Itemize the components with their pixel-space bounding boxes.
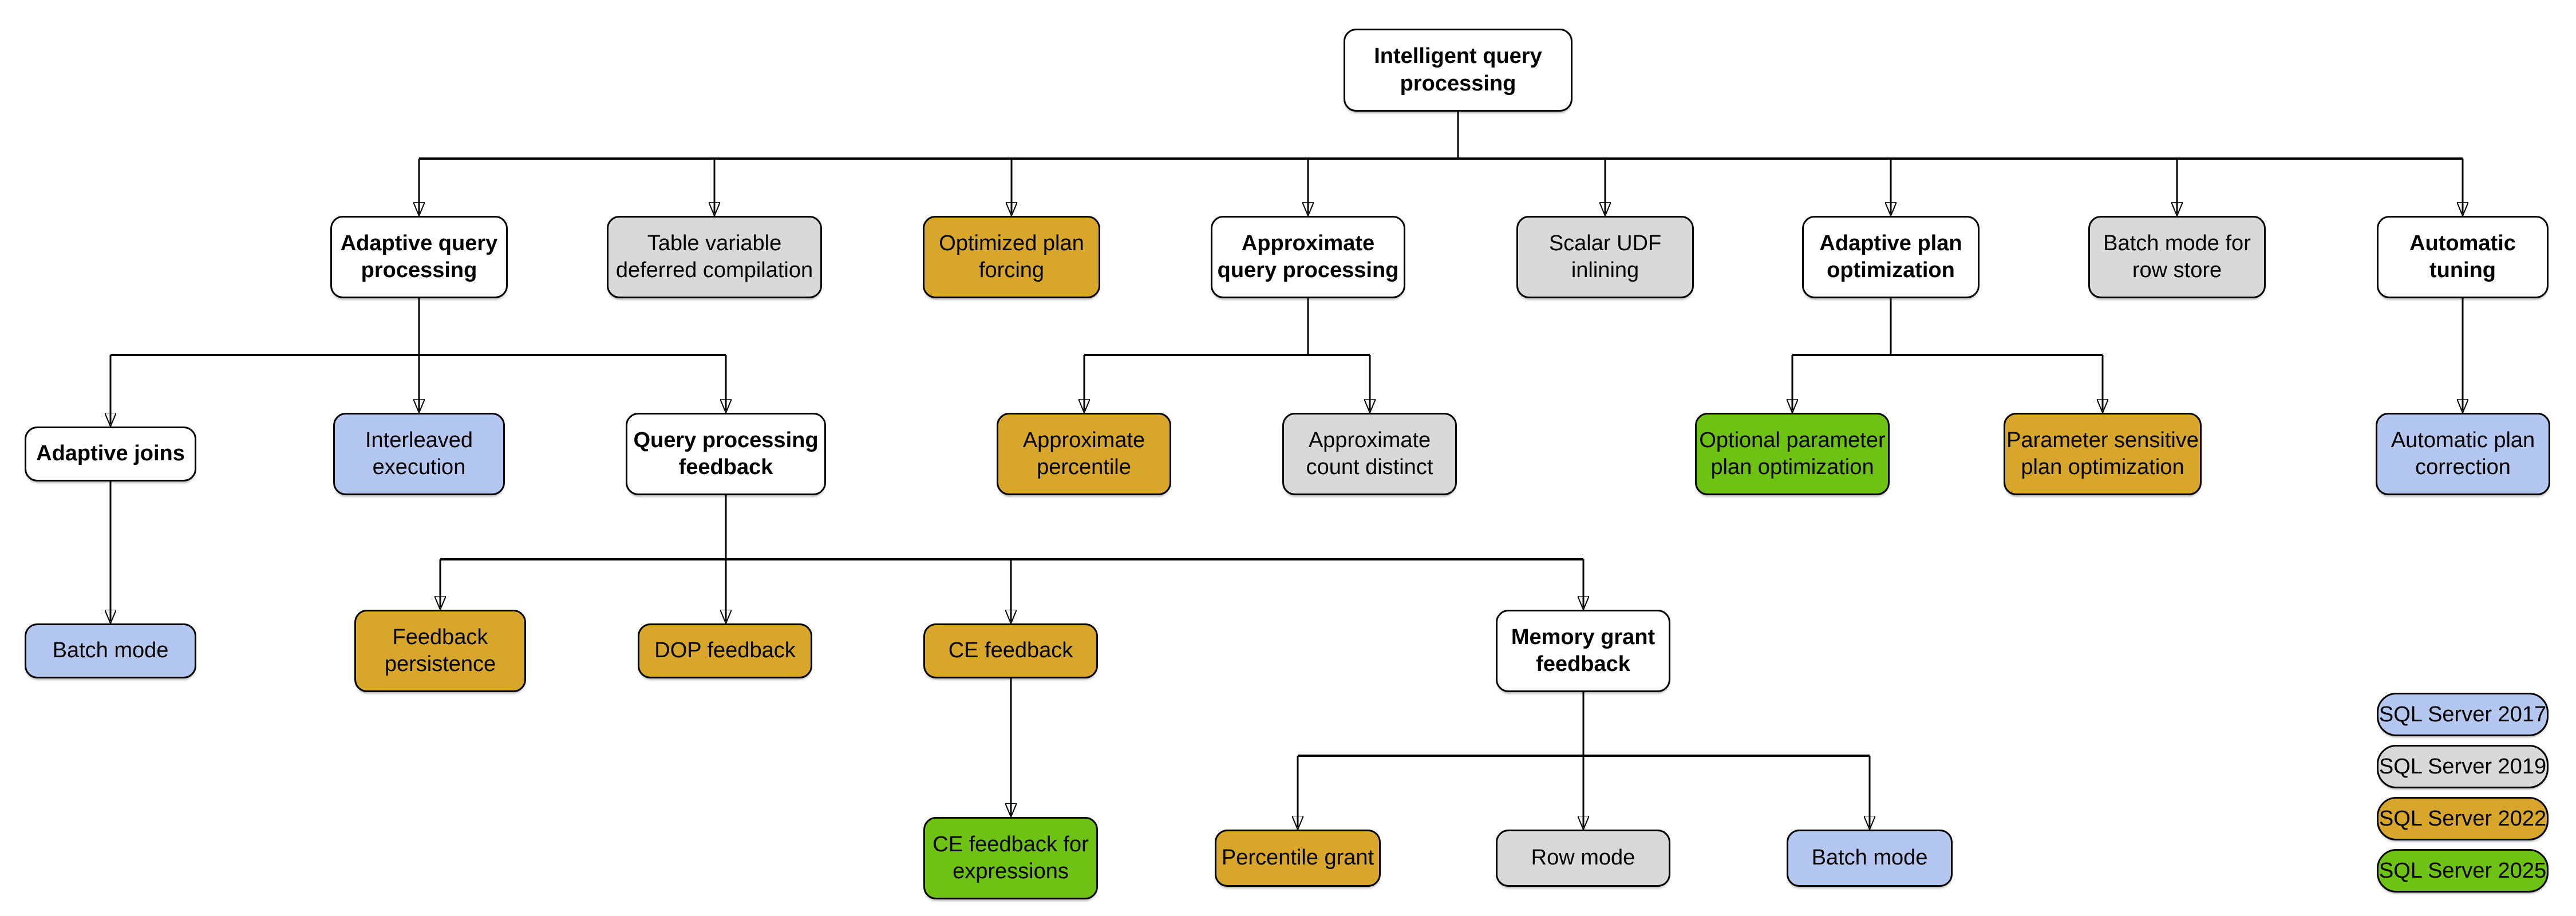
node-scalar-udf-inlining: Scalar UDF inlining (1516, 216, 1694, 298)
node-automatic-plan-correction: Automatic plan correction (2376, 413, 2550, 495)
node-adaptive-joins: Adaptive joins (25, 427, 196, 481)
node-adaptive-plan-optimization: Adaptive plan optimization (1802, 216, 1980, 298)
node-interleaved-execution: Interleaved execution (333, 413, 505, 495)
node-intelligent-query-processing: Intelligent query processing (1344, 29, 1573, 112)
node-query-processing-feedback: Query processing feedback (626, 413, 826, 495)
node-batch-mode-memory-grant: Batch mode (1787, 830, 1953, 887)
legend-sql-server-2017: SQL Server 2017 (2377, 693, 2549, 736)
node-adaptive-query-processing: Adaptive query processing (330, 216, 508, 298)
node-approximate-percentile: Approximate percentile (997, 413, 1171, 495)
node-approximate-count-distinct: Approximate count distinct (1282, 413, 1457, 495)
node-optional-parameter-plan-optimization: Optional parameter plan optimization (1695, 413, 1890, 495)
legend-sql-server-2019: SQL Server 2019 (2377, 745, 2549, 788)
node-feedback-persistence: Feedback persistence (354, 610, 526, 692)
node-approximate-query-processing: Approximate query processing (1211, 216, 1405, 298)
node-automatic-tuning: Automatic tuning (2377, 216, 2549, 298)
legend-sql-server-2025: SQL Server 2025 (2377, 849, 2549, 893)
node-ce-feedback: CE feedback (923, 623, 1098, 678)
node-dop-feedback: DOP feedback (638, 623, 812, 678)
node-percentile-grant: Percentile grant (1215, 830, 1381, 887)
node-table-variable-deferred-compilation: Table variable deferred compilation (607, 216, 822, 298)
node-row-mode: Row mode (1496, 830, 1670, 887)
node-optimized-plan-forcing: Optimized plan forcing (923, 216, 1100, 298)
node-batch-mode-adaptive-joins: Batch mode (25, 623, 196, 678)
node-parameter-sensitive-plan-optimization: Parameter sensitive plan optimization (2004, 413, 2202, 495)
node-ce-feedback-for-expressions: CE feedback for expressions (923, 817, 1098, 899)
node-memory-grant-feedback: Memory grant feedback (1496, 610, 1670, 692)
legend-sql-server-2022: SQL Server 2022 (2377, 797, 2549, 840)
node-batch-mode-for-row-store: Batch mode for row store (2088, 216, 2266, 298)
